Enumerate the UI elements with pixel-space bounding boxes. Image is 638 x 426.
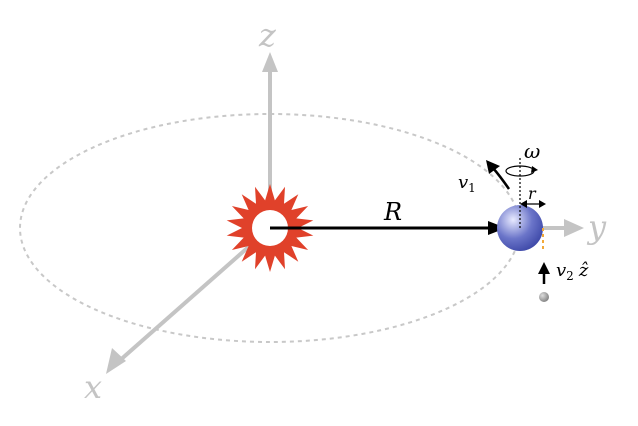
omega-rotation-icon	[505, 165, 538, 177]
v2-unit-vector: ẑ	[578, 260, 589, 281]
v2-subscript: 2	[566, 269, 574, 283]
v2-symbol: v	[556, 260, 566, 281]
planet-radius-marker	[520, 200, 546, 208]
y-axis-label: y	[586, 208, 607, 246]
omega-label: ω	[524, 139, 540, 163]
particle	[539, 292, 549, 302]
v1-arrow	[486, 160, 511, 190]
v1-subscript: 1	[468, 181, 476, 195]
x-axis	[106, 226, 272, 374]
z-axis-label: z	[258, 16, 277, 54]
x-axis-label: x	[84, 368, 102, 406]
v1-symbol: v	[458, 172, 468, 193]
v1-label: v1	[458, 172, 476, 195]
radius-label: R	[383, 198, 402, 226]
v2-arrow	[538, 262, 550, 284]
planet-radius-label: r	[528, 184, 537, 203]
